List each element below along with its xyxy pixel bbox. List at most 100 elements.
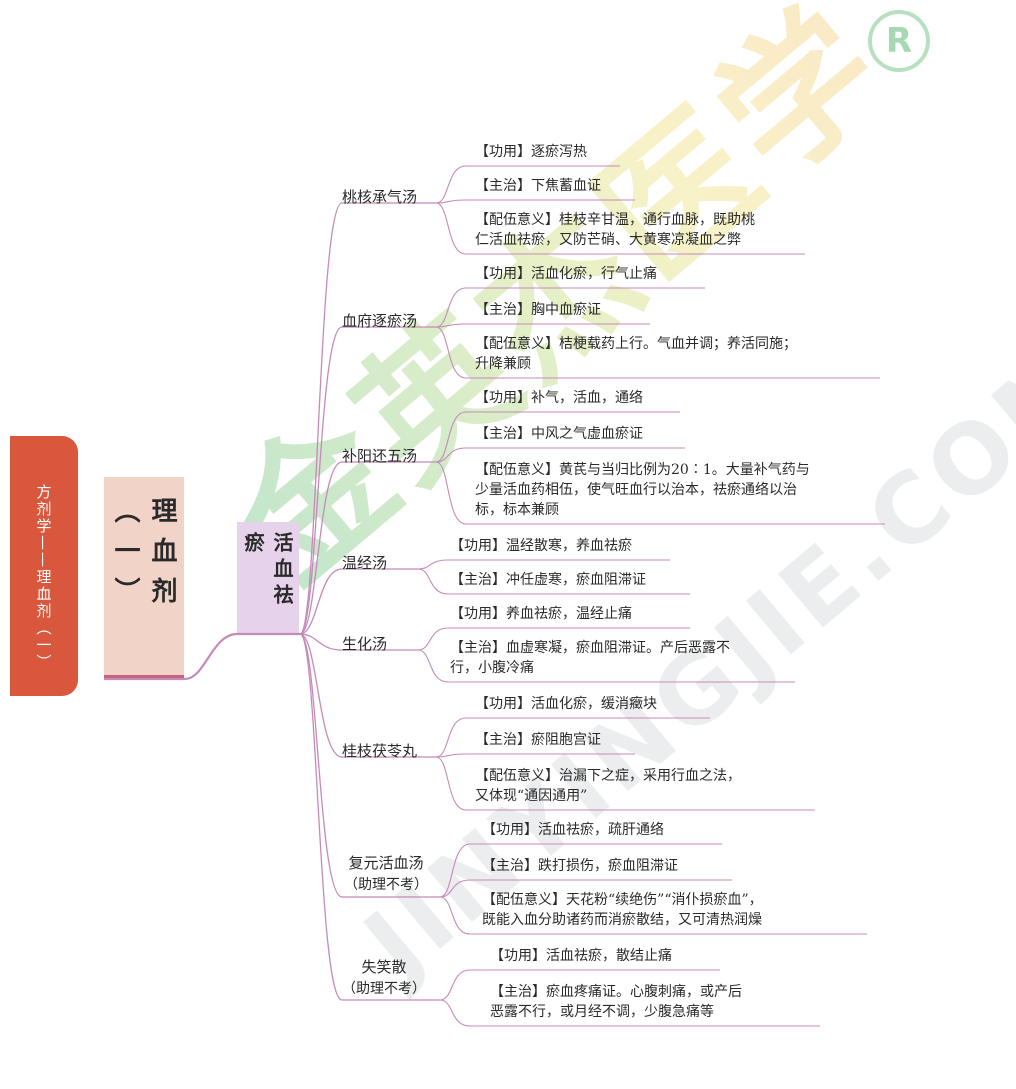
connector-line <box>104 632 300 681</box>
detail-line: 【功用】温经散寒，养血祛瘀 <box>450 538 632 554</box>
connector-line <box>435 323 650 328</box>
detail-line: 少量活血药相伍，使气旺血行以治本，祛瘀通络以治 <box>475 482 797 498</box>
connector-line <box>435 199 635 204</box>
formula-note: （助理不考） <box>342 981 426 997</box>
connector-line <box>417 649 795 683</box>
detail-line: 【配伍意义】治漏下之症，采用行血之法， <box>475 768 741 784</box>
detail-line: 【主治】下焦蓄血证 <box>475 178 601 194</box>
formula-detail: 【配伍意义】桔梗载药上行。气血并调；养活同施；升降兼顾 <box>475 334 797 374</box>
connector-line <box>435 461 885 525</box>
formula-detail: 【配伍意义】桂枝辛甘温，通行血脉，既助桃仁活血祛瘀，又防芒硝、大黄寒凉凝血之弊 <box>475 210 755 250</box>
detail-line: 【功用】逐瘀泻热 <box>475 144 587 160</box>
formula-name-text: 复元活血汤 <box>348 854 424 872</box>
formula-detail: 【功用】活血祛瘀，疏肝通络 <box>482 820 664 840</box>
connector-line <box>435 717 710 758</box>
formula-name-text: 桂枝茯苓丸 <box>342 742 418 760</box>
formula-note: （助理不考） <box>344 877 428 893</box>
formula-name-text: 失笑散 <box>361 958 407 976</box>
connector-line <box>435 287 705 328</box>
main-title-box: 理血剂（一） <box>104 477 184 678</box>
category-title: 活血祛瘀 <box>241 532 294 610</box>
formula-detail: 【功用】活血化瘀，行气止痛 <box>475 264 657 284</box>
main-title: 理血剂（一） <box>110 497 177 617</box>
formula-detail: 【功用】活血化瘀，缓消癥块 <box>475 694 657 714</box>
detail-line: 【功用】活血化瘀，缓消癥块 <box>475 696 657 712</box>
formula-detail: 【功用】养血祛瘀，温经止痛 <box>450 604 632 624</box>
detail-line: 行，小腹冷痛 <box>450 660 534 676</box>
formula-detail: 【功用】温经散寒，养血祛瘀 <box>450 536 632 556</box>
formula-name: 生化汤 <box>342 633 387 654</box>
detail-line: 【功用】养血祛瘀，温经止痛 <box>450 606 632 622</box>
connector-line <box>299 633 436 758</box>
formula-detail: 【主治】血虚寒凝，瘀血阻滞证。产后恶露不行，小腹冷痛 <box>450 638 730 678</box>
formula-detail: 【配伍意义】黄芪与当归比例为20∶1。大量补气药与少量活血药相伍，使气旺血行以治… <box>475 460 810 520</box>
detail-line: 【功用】补气，活血，通络 <box>475 390 643 406</box>
connector-line <box>435 326 880 379</box>
detail-line: 【主治】瘀血疼痛证。心腹刺痛，或产后 <box>490 984 742 1000</box>
formula-name: 桃核承气汤 <box>342 186 417 207</box>
formula-detail: 【主治】胸中血瘀证 <box>475 300 601 320</box>
connector-line <box>299 633 418 651</box>
connector-line <box>435 202 805 255</box>
formula-name-text: 补阳还五汤 <box>342 447 418 465</box>
connector-line <box>439 896 867 935</box>
detail-line: 【功用】活血祛瘀，疏肝通络 <box>482 822 664 838</box>
formula-name: 血府逐瘀汤 <box>342 310 417 331</box>
detail-line: 【主治】冲任虚寒，瘀血阻滞证 <box>450 572 646 588</box>
connector-line <box>435 411 680 463</box>
formula-detail: 【主治】跌打损伤，瘀血阻滞证 <box>482 856 678 876</box>
detail-line: 仁活血祛瘀，又防芒硝、大黄寒凉凝血之弊 <box>475 232 741 248</box>
formula-detail: 【配伍意义】天花粉“续绝伤”“消仆损瘀血”， 既能入血分助诸药而消瘀散结，又可清热… <box>482 890 763 930</box>
formula-detail: 【主治】瘀阻胞宫证 <box>475 730 601 750</box>
formula-name-text: 生化汤 <box>342 635 388 653</box>
formula-name-text: 血府逐瘀汤 <box>342 312 418 330</box>
formula-detail: 【功用】活血祛瘀，散结止痛 <box>490 946 672 966</box>
detail-line: 【主治】中风之气虚血瘀证 <box>475 426 643 442</box>
formula-detail: 【主治】冲任虚寒，瘀血阻滞证 <box>450 570 646 590</box>
detail-line: 【主治】血虚寒凝，瘀血阻滞证。产后恶露不 <box>450 640 730 656</box>
formula-detail: 【主治】中风之气虚血瘀证 <box>475 424 643 444</box>
detail-line: 【主治】跌打损伤，瘀血阻滞证 <box>482 858 678 874</box>
connector-line <box>439 843 722 898</box>
formula-name: 补阳还五汤 <box>342 445 417 466</box>
connector-line <box>435 753 635 758</box>
connector-line <box>435 447 685 463</box>
formula-detail: 【功用】补气，活血，通络 <box>475 388 643 408</box>
detail-line: 标，标本兼顾 <box>475 502 559 518</box>
connector-line <box>299 633 440 898</box>
detail-line: 【配伍意义】黄芪与当归比例为20∶1。大量补气药与 <box>475 462 810 478</box>
formula-name: 桂枝茯苓丸 <box>342 740 417 761</box>
connector-line <box>439 969 720 1001</box>
connector-line <box>299 633 440 1001</box>
connector-line <box>417 627 690 651</box>
detail-line: 【功用】活血化瘀，行气止痛 <box>475 266 657 282</box>
connector-line <box>417 568 690 595</box>
detail-line: 既能入血分助诸药而消瘀散结，又可清热润燥 <box>482 912 762 928</box>
detail-line: 【主治】胸中血瘀证 <box>475 302 601 318</box>
detail-line: 【配伍意义】天花粉“续绝伤”“消仆损瘀血”， <box>482 892 763 908</box>
connector-line <box>417 559 670 570</box>
category-box: 活血祛瘀 <box>237 522 299 634</box>
connector-line <box>299 461 436 635</box>
connector-line <box>299 568 418 635</box>
formula-name: 复元活血汤 （助理不考） <box>344 852 428 896</box>
connector-line <box>439 879 732 898</box>
detail-line: 恶露不行，或月经不调，少腹急痛等 <box>490 1004 714 1020</box>
side-title-tab: 方剂学——理血剂（一） <box>10 436 78 696</box>
detail-line: 【配伍意义】桔梗载药上行。气血并调；养活同施； <box>475 336 797 352</box>
formula-detail: 【功用】逐瘀泻热 <box>475 142 587 162</box>
detail-line: 又体现“通因通用” <box>475 788 588 804</box>
detail-line: 【配伍意义】桂枝辛甘温，通行血脉，既助桃 <box>475 212 755 228</box>
side-title: 方剂学——理血剂（一） <box>34 484 53 671</box>
detail-line: 【功用】活血祛瘀，散结止痛 <box>490 948 672 964</box>
connector-line <box>435 756 815 811</box>
connector-line <box>299 202 436 635</box>
formula-name: 温经汤 <box>342 552 387 573</box>
formula-name: 失笑散 （助理不考） <box>342 956 426 1000</box>
detail-line: 【主治】瘀阻胞宫证 <box>475 732 601 748</box>
formula-name-text: 桃核承气汤 <box>342 188 418 206</box>
connector-line <box>435 165 620 204</box>
formula-detail: 【主治】瘀血疼痛证。心腹刺痛，或产后恶露不行，或月经不调，少腹急痛等 <box>490 982 742 1022</box>
formula-detail: 【主治】下焦蓄血证 <box>475 176 601 196</box>
